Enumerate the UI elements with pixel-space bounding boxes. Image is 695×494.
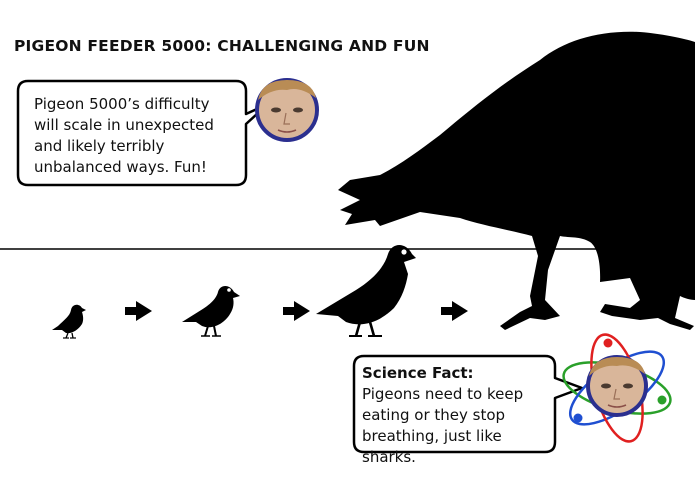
bubble-1-line: unbalanced ways. Fun!	[34, 158, 207, 176]
arrow-right-icon	[441, 301, 468, 321]
presenter-avatar-1	[255, 78, 319, 142]
speech-bubble-2-text: Science Fact: Pigeons need to keep eatin…	[362, 363, 552, 468]
bubble-2-line: Pigeons need to keep	[362, 385, 524, 403]
bubble-2-line: eating or they stop	[362, 406, 506, 424]
comic-title: PIGEON FEEDER 5000: CHALLENGING AND FUN	[14, 37, 430, 55]
speech-bubble-1-text: Pigeon 5000’s difficulty will scale in u…	[34, 94, 229, 178]
giant-pigeon-icon	[338, 31, 695, 330]
bubble-2-line: breathing, just like sharks.	[362, 427, 502, 466]
bubble-1-line: will scale in unexpected	[34, 116, 214, 134]
arrow-right-icon	[125, 301, 152, 321]
pigeon-large-icon	[316, 245, 416, 337]
pigeon-small-icon	[52, 304, 86, 339]
bubble-1-line: Pigeon 5000’s difficulty	[34, 95, 210, 113]
arrow-right-icon	[283, 301, 310, 321]
bubble-1-line: and likely terribly	[34, 137, 165, 155]
presenter-avatar-2	[586, 355, 648, 417]
science-fact-heading: Science Fact:	[362, 364, 474, 382]
speech-bubble-1	[16, 79, 270, 187]
speech-bubble-2	[352, 354, 584, 454]
pigeon-medium-icon	[182, 286, 240, 337]
